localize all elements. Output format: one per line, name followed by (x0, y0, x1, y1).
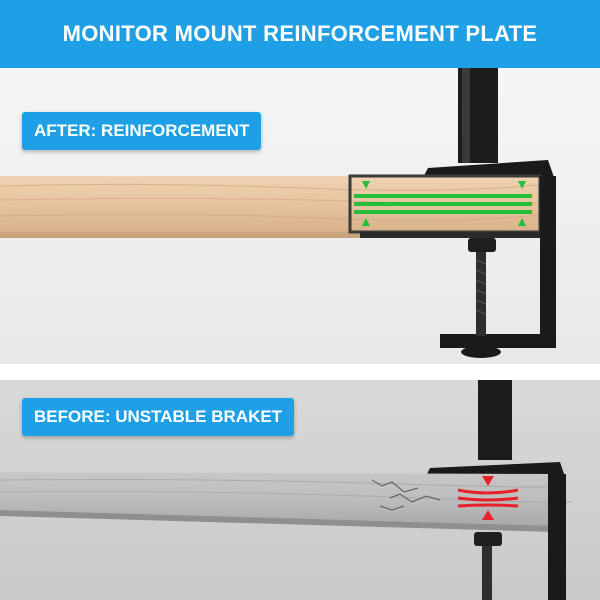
before-illustration (0, 380, 572, 600)
stress-indicator (457, 476, 519, 520)
after-panel: AFTER: REINFORCEMENT (0, 68, 600, 364)
c-clamp (440, 176, 556, 348)
screw-head (474, 532, 502, 546)
arrow-down-icon (482, 476, 494, 486)
arrow-down-icon (518, 181, 526, 189)
title-banner: MONITOR MOUNT REINFORCEMENT PLATE (0, 0, 600, 68)
before-label-text: BEFORE: UNSTABLE BRAKET (34, 407, 283, 426)
arrow-down-icon (362, 181, 370, 189)
screw-rod (476, 252, 486, 336)
mount-pole (478, 380, 512, 460)
panel-divider (0, 364, 600, 380)
support-lines (354, 194, 532, 214)
screw-head (468, 238, 496, 252)
before-panel: BEFORE: UNSTABLE BRAKET (0, 380, 600, 600)
after-label: AFTER: REINFORCEMENT (22, 112, 262, 150)
screw-rod (482, 546, 492, 600)
desk-board (0, 176, 550, 238)
arrow-up-icon (518, 218, 526, 226)
page-title: MONITOR MOUNT REINFORCEMENT PLATE (62, 21, 538, 46)
arrow-up-icon (482, 510, 494, 520)
crack-marks (371, 479, 441, 511)
c-clamp (548, 474, 566, 600)
arrow-up-icon (362, 218, 370, 226)
after-label-text: AFTER: REINFORCEMENT (34, 121, 250, 140)
after-illustration (0, 68, 556, 358)
before-label: BEFORE: UNSTABLE BRAKET (22, 398, 295, 436)
